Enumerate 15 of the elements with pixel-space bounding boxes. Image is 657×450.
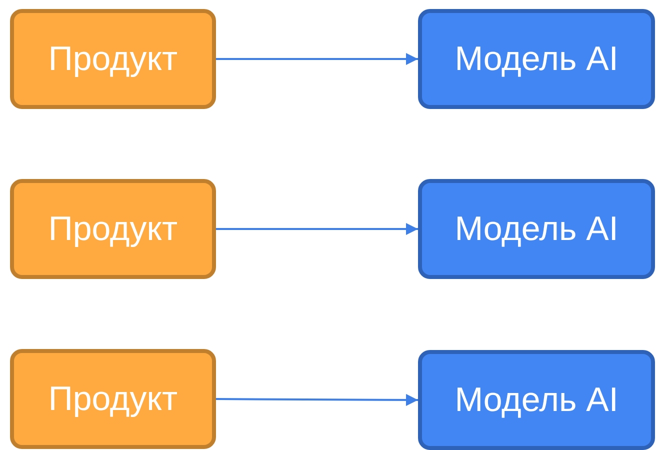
box-label: Модель AI	[454, 40, 618, 78]
arrow	[216, 223, 418, 235]
model-box	[418, 179, 655, 279]
arrow	[216, 394, 418, 406]
box-label: Продукт	[48, 40, 178, 78]
product-box	[10, 9, 216, 109]
arrow	[216, 53, 418, 65]
product-box	[10, 349, 216, 449]
box-label: Модель AI	[454, 210, 618, 248]
box-label: Модель AI	[454, 380, 618, 420]
product-box	[10, 179, 216, 279]
box-label: Продукт	[48, 210, 178, 248]
model-box	[418, 350, 655, 450]
model-box	[418, 9, 655, 109]
box-label: Продукт	[48, 380, 178, 418]
